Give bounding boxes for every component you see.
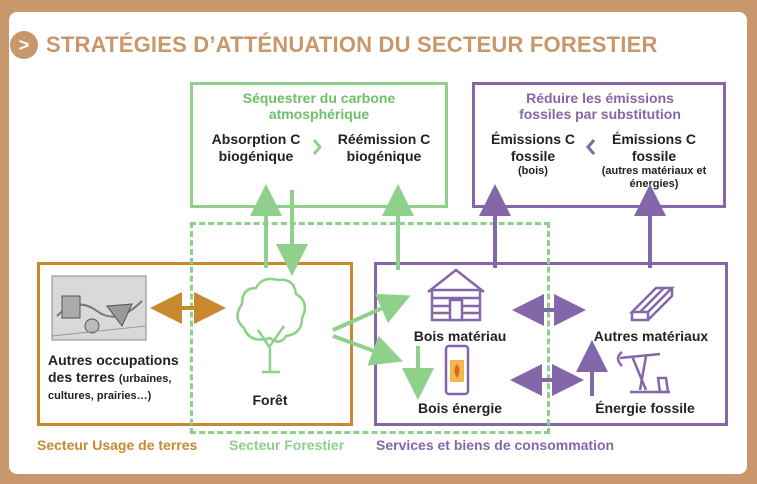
arrow-foret-energie: [332, 334, 404, 366]
oil-pump-icon: [616, 351, 670, 394]
tree-icon: [236, 277, 307, 374]
sector-forestier-label: Secteur Forestier: [229, 437, 345, 453]
chevron-right-icon: [312, 139, 322, 155]
log-cabin-icon: [427, 268, 485, 322]
steel-beam-icon: [628, 286, 676, 322]
absorption-label: Absorption C biogénique: [211, 131, 301, 164]
autres-occupations-detail: (urbaines, cultures, prairies…): [48, 373, 172, 402]
autres-occupations-title: Autres occupations des terres: [48, 352, 179, 385]
sequestrer-header: Séquestrer du carbone atmosphérique: [242, 90, 396, 122]
sequestrer-box: [190, 82, 448, 208]
emission-bois-title: Émissions C fossile: [490, 131, 576, 164]
chevron-right-icon: >: [10, 31, 38, 59]
bois-materiau-label: Bois matériau: [413, 328, 507, 344]
autres-materiaux-label: Autres matériaux: [593, 328, 709, 344]
sector-services-label: Services et biens de consommation: [376, 437, 615, 453]
header: > STRATÉGIES D’ATTÉNUATION DU SECTEUR FO…: [10, 31, 658, 59]
arrow-foret-materiau: [332, 293, 411, 332]
reduire-header: Réduire les émissions fossiles par subst…: [519, 90, 681, 122]
emission-autres-title: Émissions C fossile: [611, 131, 697, 164]
sector-usage-label: Secteur Usage de terres: [37, 437, 198, 453]
card: [9, 12, 747, 474]
chevron-left-icon: [586, 139, 596, 155]
foret-label: Forêt: [252, 392, 288, 408]
landscape-image: [51, 275, 147, 341]
secteur-forestier-box: [190, 222, 550, 434]
page-title: STRATÉGIES D’ATTÉNUATION DU SECTEUR FORE…: [46, 32, 658, 57]
emission-autres-label: Émissions C fossile (autres matériaux et…: [590, 131, 718, 191]
bois-energie-label: Bois énergie: [417, 400, 503, 416]
reemission-label: Réémission C biogénique: [337, 131, 431, 164]
emission-bois-label: Émissions C fossile (bois): [480, 131, 586, 178]
energie-fossile-label: Énergie fossile: [595, 400, 695, 416]
emission-bois-detail: (bois): [518, 165, 548, 177]
reduire-box: [472, 82, 726, 208]
wood-stove-icon: [444, 344, 470, 396]
autres-occupations-label: Autres occupations des terres (urbaines,…: [48, 352, 188, 403]
